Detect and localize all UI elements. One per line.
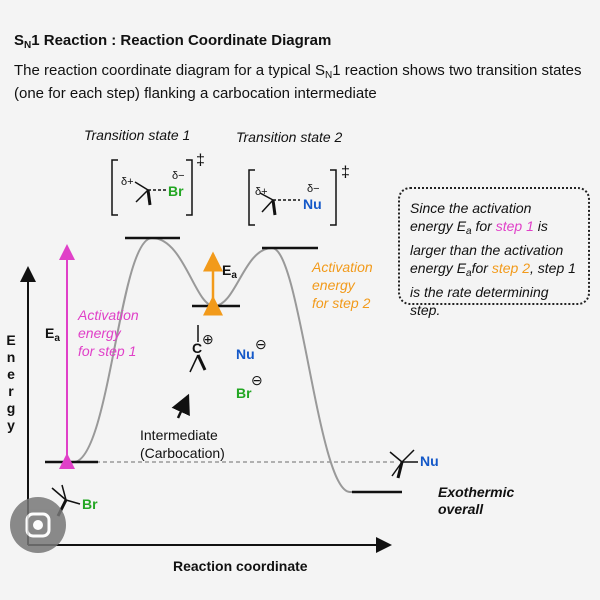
ts1-delta-plus: δ+: [121, 176, 134, 188]
carbocation-molecule: [189, 325, 207, 373]
ts1-delta-minus: δ−: [172, 170, 185, 182]
ea1-label: Ea: [45, 325, 60, 344]
nu-charge: ⊖: [255, 336, 267, 352]
intermediate-pointer: [171, 393, 190, 419]
lens-icon: [25, 512, 51, 538]
description: The reaction coordinate diagram for a ty…: [14, 62, 582, 102]
ts1-label: Transition state 1: [84, 127, 191, 143]
free-nu: Nu: [236, 346, 255, 362]
carbocation-charge: ⊕: [202, 331, 214, 347]
ts2-delta-minus: δ−: [307, 183, 320, 195]
product-nu: Nu: [420, 453, 439, 469]
ts1-dagger: ‡: [196, 152, 205, 169]
free-br: Br: [236, 385, 252, 401]
reactant-br: Br: [82, 496, 98, 512]
ts1-molecule: [111, 159, 193, 216]
product-molecule: [389, 449, 418, 479]
ts2-molecule: [248, 169, 337, 226]
br-charge: ⊖: [251, 372, 263, 388]
energy-axis-label: E n e r g y: [6, 332, 16, 433]
lens-button[interactable]: [10, 497, 66, 553]
ts1-br: Br: [168, 183, 184, 199]
ts2-nu: Nu: [303, 196, 322, 212]
x-axis-label: Reaction coordinate: [173, 558, 308, 574]
ts2-delta-plus: δ+: [255, 186, 268, 198]
ea2-label: Ea: [222, 262, 237, 281]
ts2-dagger: ‡: [341, 164, 350, 181]
page-title: SN1 Reaction : Reaction Coordinate Diagr…: [14, 32, 332, 51]
intermediate-label: Intermediate(Carbocation): [140, 427, 225, 461]
note-box: Since the activation energy Ea for step …: [398, 187, 590, 318]
carbocation-c: C: [192, 340, 203, 356]
ts2-label: Transition state 2: [236, 129, 343, 145]
